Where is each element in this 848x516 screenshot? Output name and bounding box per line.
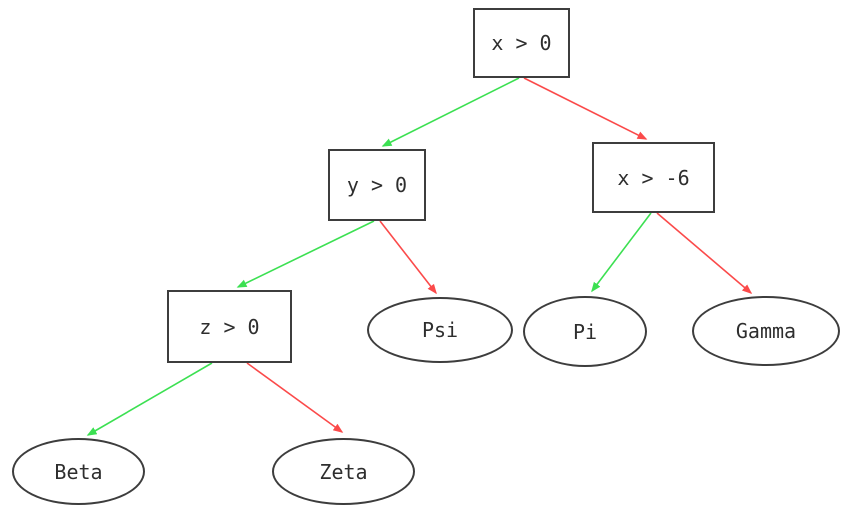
edge-x6-to-gamma-false	[656, 212, 753, 294]
leaf-psi: Psi	[367, 297, 513, 363]
node-label: z > 0	[199, 314, 260, 339]
leaf-label: Beta	[54, 459, 103, 484]
leaf-beta: Beta	[12, 438, 145, 505]
leaf-label: Psi	[421, 318, 459, 342]
leaf-label: Zeta	[319, 459, 368, 484]
edge-root-to-x6-false	[523, 77, 648, 140]
edge-root-to-y-true	[381, 77, 520, 147]
leaf-gamma: Gamma	[692, 296, 840, 366]
leaf-label: Pi	[572, 319, 598, 344]
node-label: x > -6	[617, 165, 690, 190]
node-y-gt-0: y > 0	[328, 149, 426, 221]
node-x-gt-neg6: x > -6	[592, 142, 715, 213]
leaf-pi: Pi	[523, 296, 647, 367]
node-label: y > 0	[346, 173, 408, 197]
edge-x6-to-pi-true	[591, 212, 652, 293]
leaf-zeta: Zeta	[272, 438, 415, 505]
node-z-gt-0: z > 0	[167, 290, 292, 363]
edge-y-to-psi-false	[379, 220, 437, 295]
edge-y-to-z-true	[236, 220, 375, 288]
node-x-gt-0: x > 0	[473, 8, 570, 78]
node-label: x > 0	[491, 31, 552, 55]
edge-z-to-zeta-false	[246, 362, 344, 433]
edge-z-to-beta-true	[86, 362, 213, 436]
leaf-label: Gamma	[735, 319, 797, 343]
